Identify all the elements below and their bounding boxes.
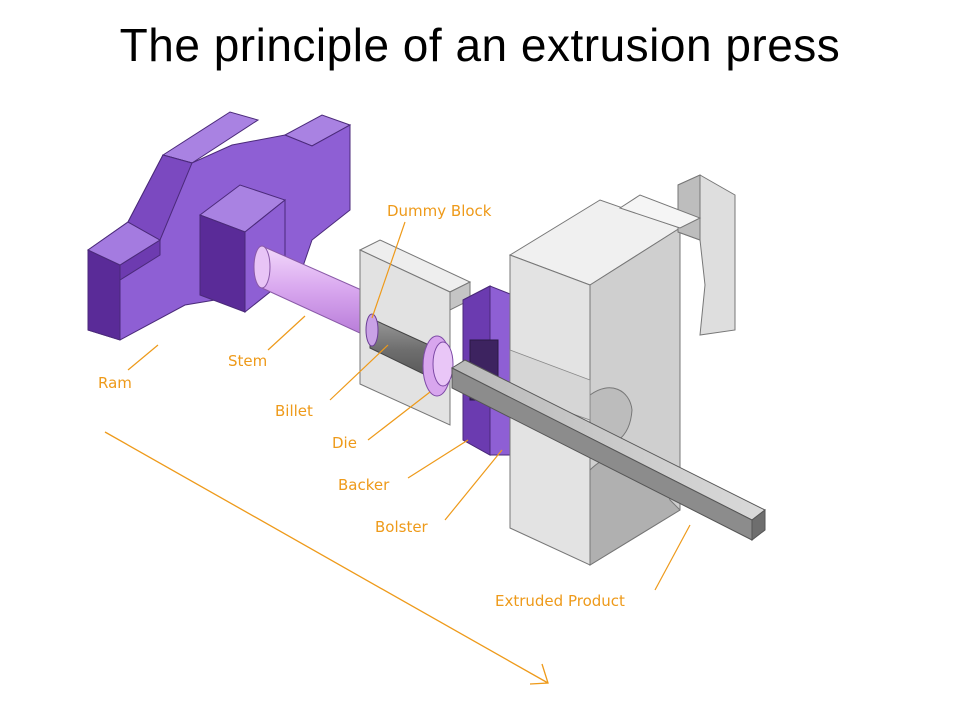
label-backer: Backer	[338, 476, 390, 494]
leader-dummy-block	[371, 221, 406, 319]
leader-extruded-product	[654, 524, 691, 591]
label-ram: Ram	[98, 374, 132, 392]
arrow-down-right-icon	[104, 431, 549, 685]
leader-bolster	[444, 449, 503, 521]
extruded-product	[450, 359, 766, 542]
leader-die	[367, 391, 431, 441]
label-billet: Billet	[275, 402, 313, 420]
label-bolster: Bolster	[375, 518, 429, 536]
leader-lines	[127, 221, 691, 591]
platen	[508, 174, 736, 566]
label-die: Die	[332, 434, 357, 452]
leader-stem	[267, 315, 306, 351]
die	[422, 335, 454, 397]
labels: Dummy Block Ram Stem Billet Die Backer B…	[98, 202, 625, 610]
page-title: The principle of an extrusion press	[119, 19, 841, 71]
label-dummy-block: Dummy Block	[387, 202, 492, 220]
leader-billet	[329, 344, 389, 401]
leader-ram	[127, 344, 159, 371]
label-extruded-product: Extruded Product	[495, 592, 625, 610]
label-stem: Stem	[228, 352, 267, 370]
leader-backer	[407, 439, 469, 479]
stem	[253, 245, 376, 341]
